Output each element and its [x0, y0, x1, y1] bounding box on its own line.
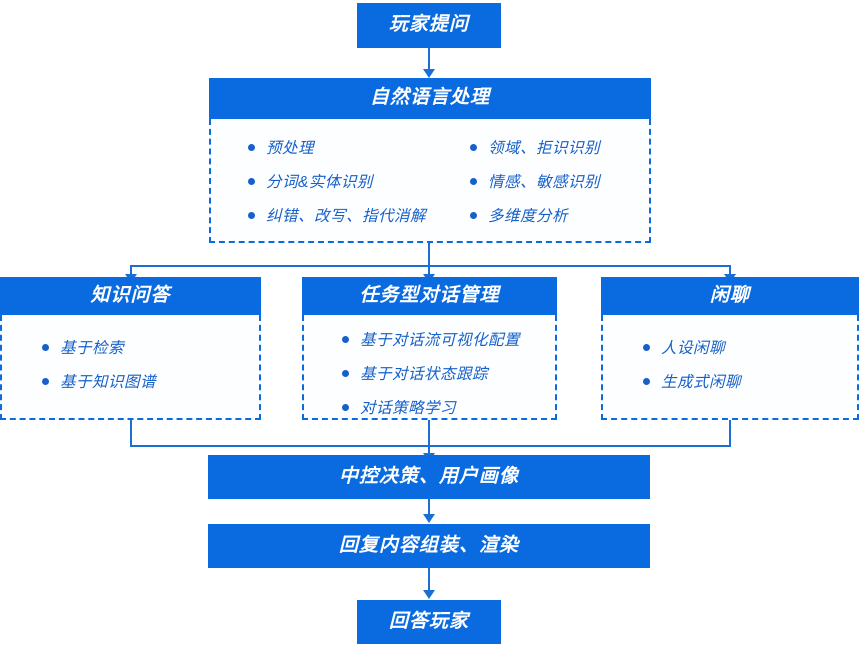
arrowhead-render-to-answer	[423, 590, 435, 599]
bullet-dot-icon	[42, 343, 49, 351]
connector-nlp-down	[428, 243, 430, 265]
list-item: 基于知识图谱	[42, 370, 156, 392]
list-item-label: 人设闲聊	[661, 340, 726, 357]
list-item-label: 预处理	[266, 140, 315, 157]
connector-branch-bus	[130, 265, 730, 267]
bullet-dot-icon	[42, 377, 49, 385]
node-answer-player: 回答玩家	[357, 600, 501, 644]
node-render-label: 回复内容组装、渲染	[338, 534, 519, 556]
node-knowledge-qa-header: 知识问答	[0, 277, 261, 315]
list-item: 纠错、改写、指代消解	[248, 204, 426, 226]
node-player-question-label: 玩家提问	[388, 14, 469, 36]
panel-task-dialogue-body	[302, 315, 557, 420]
list-item: 人设闲聊	[643, 336, 741, 358]
node-knowledge-qa-label: 知识问答	[90, 284, 171, 306]
panel-nlp-body	[209, 119, 651, 243]
bullet-dot-icon	[470, 211, 477, 219]
list-item-label: 生成式闲聊	[661, 374, 742, 391]
list-item-label: 多维度分析	[488, 208, 569, 225]
node-nlp-header: 自然语言处理	[209, 78, 651, 119]
connector-branch-left	[130, 265, 132, 278]
list-item: 基于对话流可视化配置	[342, 328, 520, 350]
node-chitchat-label: 闲聊	[709, 284, 750, 306]
task-dialogue-bullets: 基于对话流可视化配置 基于对话状态跟踪 对话策略学习	[342, 328, 520, 430]
bullet-dot-icon	[248, 211, 255, 219]
list-item: 对话策略学习	[342, 396, 520, 418]
nlp-bullets-right: 领域、拒识识别 情感、敏感识别 多维度分析	[470, 136, 600, 238]
list-item: 分词&实体识别	[248, 170, 426, 192]
connector-branch-right	[729, 265, 731, 278]
node-player-question: 玩家提问	[357, 3, 501, 48]
list-item: 多维度分析	[470, 204, 600, 226]
connector-merge-mid	[428, 420, 430, 445]
list-item: 基于对话状态跟踪	[342, 362, 520, 384]
list-item-label: 纠错、改写、指代消解	[266, 208, 427, 225]
connector-question-to-nlp	[428, 48, 430, 73]
panel-knowledge-qa-body	[0, 315, 261, 420]
connector-merge-right	[729, 420, 731, 445]
chitchat-bullets: 人设闲聊 生成式闲聊	[643, 336, 741, 404]
node-task-dialogue-label: 任务型对话管理	[359, 284, 500, 306]
nlp-bullets-left: 预处理 分词&实体识别 纠错、改写、指代消解	[248, 136, 426, 238]
arrowhead-question-to-nlp	[423, 69, 435, 78]
connector-merge-bus	[130, 445, 731, 447]
bullet-dot-icon	[643, 343, 650, 351]
node-task-dialogue-header: 任务型对话管理	[302, 277, 557, 315]
bullet-dot-icon	[643, 377, 650, 385]
connector-branch-mid	[428, 265, 430, 278]
list-item-label: 对话策略学习	[360, 400, 457, 417]
connector-render-to-answer	[428, 568, 430, 592]
bullet-dot-icon	[342, 335, 349, 343]
list-item-label: 领域、拒识识别	[488, 140, 601, 157]
connector-merge-left	[130, 420, 132, 445]
bullet-dot-icon	[470, 177, 477, 185]
list-item-label: 基于对话流可视化配置	[360, 332, 521, 349]
node-nlp-header-label: 自然语言处理	[369, 87, 490, 109]
list-item-label: 基于知识图谱	[60, 374, 157, 391]
list-item: 生成式闲聊	[643, 370, 741, 392]
node-render: 回复内容组装、渲染	[208, 524, 650, 568]
bullet-dot-icon	[342, 369, 349, 377]
panel-chitchat-body	[601, 315, 859, 420]
list-item-label: 基于检索	[60, 340, 125, 357]
node-decision-label: 中控决策、用户画像	[338, 465, 519, 487]
bullet-dot-icon	[342, 403, 349, 411]
node-answer-player-label: 回答玩家	[388, 610, 469, 632]
list-item: 预处理	[248, 136, 426, 158]
knowledge-qa-bullets: 基于检索 基于知识图谱	[42, 336, 156, 404]
list-item: 领域、拒识识别	[470, 136, 600, 158]
connector-decision-to-render	[428, 499, 430, 517]
list-item-label: 分词&实体识别	[266, 174, 373, 191]
list-item: 基于检索	[42, 336, 156, 358]
arrowhead-decision-to-render	[423, 514, 435, 523]
list-item-label: 情感、敏感识别	[488, 174, 601, 191]
list-item-label: 基于对话状态跟踪	[360, 366, 489, 383]
list-item: 情感、敏感识别	[470, 170, 600, 192]
bullet-dot-icon	[470, 143, 477, 151]
bullet-dot-icon	[248, 177, 255, 185]
node-chitchat-header: 闲聊	[601, 277, 859, 315]
bullet-dot-icon	[248, 143, 255, 151]
connector-merge-down	[428, 445, 430, 457]
node-decision: 中控决策、用户画像	[208, 455, 650, 499]
